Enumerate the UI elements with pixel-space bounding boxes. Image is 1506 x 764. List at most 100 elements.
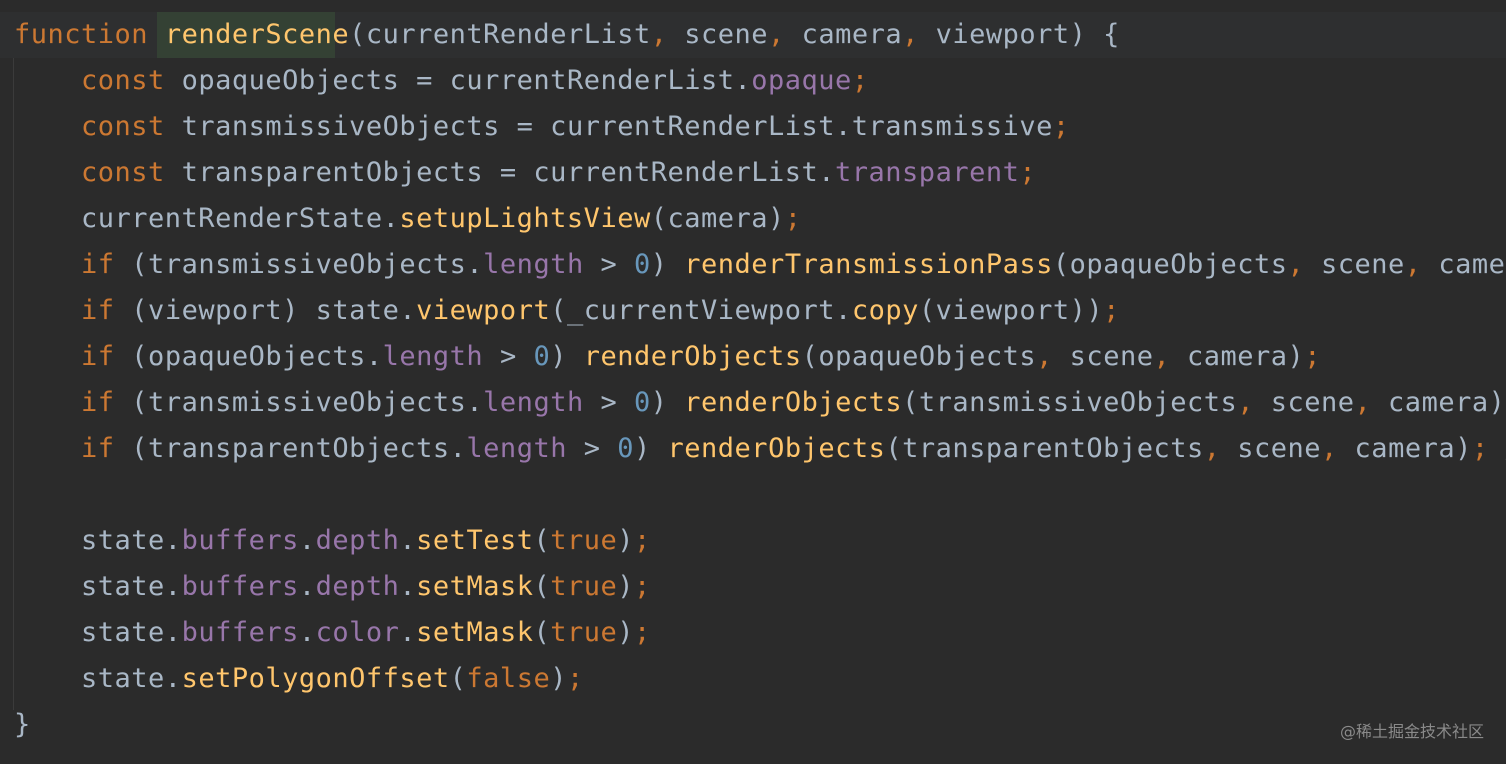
code-line-11[interactable] bbox=[14, 472, 1506, 518]
text-token: . bbox=[298, 571, 316, 602]
keyword-token: false bbox=[466, 663, 551, 694]
text-token: (transmissiveObjects bbox=[902, 387, 1238, 418]
code-line-5[interactable]: currentRenderState.setupLightsView(camer… bbox=[14, 196, 1506, 242]
text-token: camera) bbox=[1371, 387, 1506, 418]
function-token: viewport bbox=[416, 295, 551, 326]
text-token: transmissiveObjects = currentRenderList.… bbox=[164, 111, 1053, 142]
text-token: (camera) bbox=[650, 203, 785, 234]
text-token: ) bbox=[634, 433, 668, 464]
code-line-9[interactable]: if (transmissiveObjects.length > 0) rend… bbox=[14, 380, 1506, 426]
text-token bbox=[14, 65, 81, 96]
number-token: 0 bbox=[634, 249, 651, 280]
code-line-7[interactable]: if (viewport) state.viewport(_currentVie… bbox=[14, 288, 1506, 334]
code-block[interactable]: function renderScene(currentRenderList, … bbox=[14, 12, 1506, 748]
punctuation-token: , bbox=[1153, 341, 1171, 372]
function-token: setMask bbox=[416, 617, 534, 648]
punctuation-token: , bbox=[650, 19, 668, 50]
function-token: renderTransmissionPass bbox=[684, 249, 1053, 280]
text-token: camera bbox=[784, 19, 903, 50]
keyword-token: true bbox=[550, 525, 618, 556]
property-token: depth bbox=[315, 571, 400, 602]
text-token: (viewport) state. bbox=[114, 295, 417, 326]
punctuation-token: , bbox=[1354, 387, 1372, 418]
text-token: (viewport)) bbox=[918, 295, 1104, 326]
punctuation-token: ; bbox=[566, 663, 584, 694]
property-token: buffers bbox=[181, 571, 299, 602]
text-token: camera) bbox=[1337, 433, 1472, 464]
text-token: state. bbox=[14, 663, 182, 694]
function-token: copy bbox=[851, 295, 919, 326]
text-token: . bbox=[298, 617, 316, 648]
keyword-token: function bbox=[14, 19, 149, 50]
property-token: length bbox=[483, 387, 584, 418]
property-token: depth bbox=[315, 525, 400, 556]
text-token: (transmissiveObjects. bbox=[114, 249, 484, 280]
code-line-8[interactable]: if (opaqueObjects.length > 0) renderObje… bbox=[14, 334, 1506, 380]
text-token: currentRenderState. bbox=[14, 203, 400, 234]
property-token: color bbox=[315, 617, 400, 648]
punctuation-token: , bbox=[1321, 433, 1338, 464]
keyword-token: if bbox=[81, 433, 115, 464]
punctuation-token: ; bbox=[1304, 341, 1322, 372]
property-token: buffers bbox=[181, 525, 299, 556]
text-token: (currentRenderList bbox=[349, 19, 651, 50]
function-token: renderObjects bbox=[667, 433, 886, 464]
text-token: (transparentObjects. bbox=[114, 433, 467, 464]
text-token: ( bbox=[533, 571, 551, 602]
code-line-16[interactable]: } bbox=[14, 702, 1506, 748]
text-token: > bbox=[583, 249, 634, 280]
keyword-token: if bbox=[81, 387, 115, 418]
code-line-14[interactable]: state.buffers.color.setMask(true); bbox=[14, 610, 1506, 656]
code-line-1[interactable]: function renderScene(currentRenderList, … bbox=[14, 12, 1506, 58]
punctuation-token: , bbox=[1203, 433, 1221, 464]
text-token: > bbox=[583, 387, 634, 418]
text-token: scene bbox=[1304, 249, 1405, 280]
text-token: (_currentViewport. bbox=[550, 295, 852, 326]
text-token: ) bbox=[550, 663, 567, 694]
code-line-15[interactable]: state.setPolygonOffset(false); bbox=[14, 656, 1506, 702]
text-token: scene bbox=[1052, 341, 1154, 372]
property-token: length bbox=[466, 433, 567, 464]
punctuation-token: ; bbox=[634, 617, 651, 648]
code-line-2[interactable]: const opaqueObjects = currentRenderList.… bbox=[14, 58, 1506, 104]
punctuation-token: ; bbox=[784, 203, 802, 234]
function-token: renderScene bbox=[164, 19, 350, 50]
text-token: scene bbox=[667, 19, 769, 50]
text-token: state. bbox=[14, 525, 182, 556]
code-line-10[interactable]: if (transparentObjects.length > 0) rende… bbox=[14, 426, 1506, 472]
code-line-13[interactable]: state.buffers.depth.setMask(true); bbox=[14, 564, 1506, 610]
code-line-6[interactable]: if (transmissiveObjects.length > 0) rend… bbox=[14, 242, 1506, 288]
number-token: 0 bbox=[533, 341, 551, 372]
indent-guide bbox=[13, 58, 14, 710]
punctuation-token: ; bbox=[634, 525, 651, 556]
text-token bbox=[14, 111, 81, 142]
number-token: 0 bbox=[617, 433, 635, 464]
code-line-4[interactable]: const transparentObjects = currentRender… bbox=[14, 150, 1506, 196]
text-token: opaqueObjects = currentRenderList. bbox=[164, 65, 752, 96]
keyword-token: const bbox=[81, 65, 165, 96]
text-token: state. bbox=[14, 571, 182, 602]
text-token: ) bbox=[617, 617, 635, 648]
punctuation-token: , bbox=[1287, 249, 1305, 280]
property-token: buffers bbox=[181, 617, 299, 648]
punctuation-token: ; bbox=[1052, 111, 1070, 142]
keyword-token: if bbox=[81, 249, 115, 280]
text-token: state. bbox=[14, 617, 182, 648]
code-line-12[interactable]: state.buffers.depth.setTest(true); bbox=[14, 518, 1506, 564]
text-token: transparentObjects = currentRenderList. bbox=[164, 157, 836, 188]
text-token: (transparentObjects bbox=[885, 433, 1204, 464]
identifier-usage-highlight bbox=[157, 12, 335, 58]
keyword-token: const bbox=[81, 111, 165, 142]
text-token: ( bbox=[533, 617, 551, 648]
text-token: (transmissiveObjects. bbox=[114, 387, 484, 418]
text-token: . bbox=[399, 617, 417, 648]
text-token: (opaqueObjects bbox=[1052, 249, 1288, 280]
text-token: > bbox=[483, 341, 534, 372]
number-token: 0 bbox=[634, 387, 651, 418]
code-line-3[interactable]: const transmissiveObjects = currentRende… bbox=[14, 104, 1506, 150]
function-token: setMask bbox=[416, 571, 534, 602]
text-token: ) bbox=[550, 341, 584, 372]
keyword-token: if bbox=[81, 295, 115, 326]
text-token bbox=[14, 387, 81, 418]
